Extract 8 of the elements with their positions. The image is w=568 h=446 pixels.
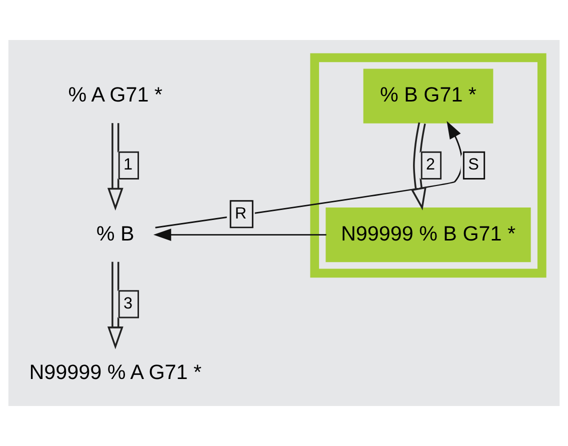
edge-label: 1: [124, 156, 133, 174]
edge-label: R: [234, 204, 247, 222]
edge-label: S: [468, 156, 479, 174]
edge-label: 2: [426, 156, 436, 174]
node-text: % B: [96, 222, 134, 246]
node-text: % A G71 *: [68, 84, 162, 107]
edge-label: 3: [124, 294, 133, 312]
node-text: N99999 % A G71 *: [29, 360, 202, 384]
